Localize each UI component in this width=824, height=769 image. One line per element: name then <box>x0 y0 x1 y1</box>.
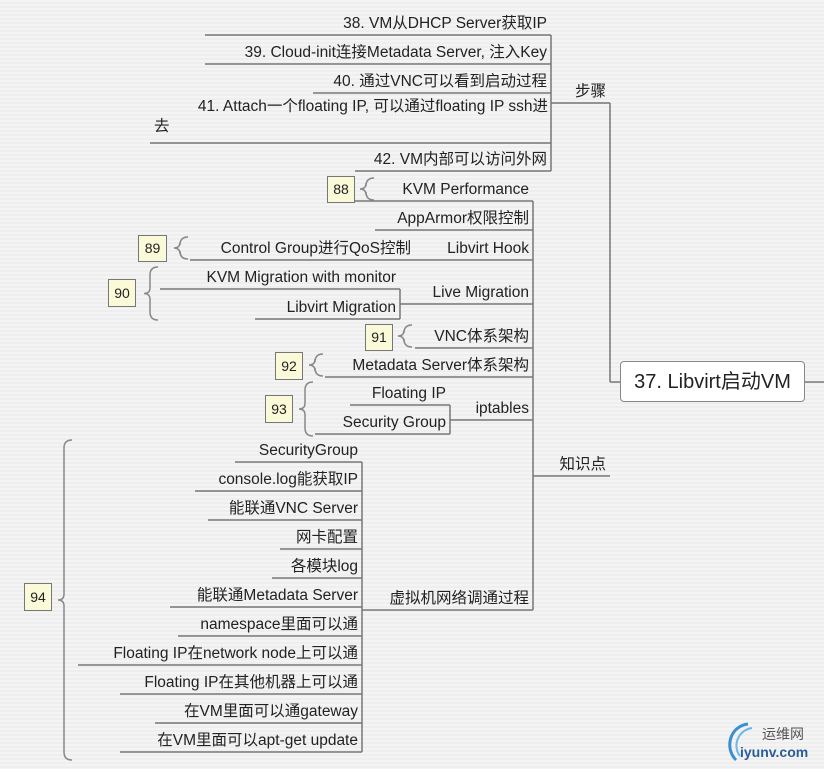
steps-branch[interactable]: 步骤 <box>574 83 606 100</box>
vm-network-item[interactable]: 能联通VNC Server <box>228 500 358 517</box>
vm-network-item[interactable]: 在VM里面可以通gateway <box>184 703 358 720</box>
note-89[interactable]: 89 <box>138 235 167 262</box>
vm-network-item[interactable]: Floating IP在network node上可以通 <box>113 645 358 662</box>
vm-network-item[interactable]: console.log能获取IP <box>218 471 358 488</box>
brace <box>359 177 375 201</box>
brace <box>308 353 324 377</box>
brace <box>173 236 189 260</box>
note-93[interactable]: 93 <box>265 395 293 423</box>
security-group[interactable]: Security Group <box>342 414 446 431</box>
step-40[interactable]: 40. 通过VNC可以看到启动过程 <box>333 73 547 90</box>
floating-ip[interactable]: Floating IP <box>371 385 446 402</box>
vm-network-item[interactable]: namespace里面可以通 <box>200 616 358 633</box>
note-88[interactable]: 88 <box>327 176 355 203</box>
knowledge-branch[interactable]: 知识点 <box>559 456 606 473</box>
watermark-en: iyunv.com <box>740 744 809 760</box>
apparmor[interactable]: AppArmor权限控制 <box>397 210 529 227</box>
libvirt-hook[interactable]: Libvirt Hook <box>447 240 529 257</box>
vm-network-item[interactable]: 网卡配置 <box>295 529 358 546</box>
watermark-logo <box>718 718 824 764</box>
vm-network-item[interactable]: SecurityGroup <box>258 442 358 459</box>
live-migration[interactable]: Live Migration <box>432 284 530 301</box>
vm-network-item[interactable]: Floating IP在其他机器上可以通 <box>144 674 358 691</box>
libvirt-migration[interactable]: Libvirt Migration <box>286 299 396 316</box>
brace <box>298 381 314 437</box>
note-91[interactable]: 91 <box>365 324 393 351</box>
brace <box>57 439 73 761</box>
control-group[interactable]: Control Group进行QoS控制 <box>220 240 411 257</box>
metadata-architecture[interactable]: Metadata Server体系架构 <box>352 357 529 374</box>
step-38[interactable]: 38. VM从DHCP Server获取IP <box>343 15 547 32</box>
kvm-migration[interactable]: KVM Migration with monitor <box>206 269 396 286</box>
note-90[interactable]: 90 <box>108 279 136 307</box>
brace <box>397 324 413 348</box>
vm-network-item[interactable]: 能联通Metadata Server <box>196 587 358 604</box>
watermark-cn: 运维网 <box>762 726 804 742</box>
vnc-architecture[interactable]: VNC体系架构 <box>434 328 529 345</box>
step-42[interactable]: 42. VM内部可以访问外网 <box>373 151 547 168</box>
vm-network[interactable]: 虚拟机网络调通过程 <box>389 590 529 607</box>
note-94[interactable]: 94 <box>24 583 52 611</box>
step-39[interactable]: 39. Cloud-init连接Metadata Server, 注入Key <box>244 44 547 61</box>
kvm-performance[interactable]: KVM Performance <box>402 181 529 198</box>
step-41[interactable]: 41. Attach一个floating IP, 可以通过floating IP… <box>197 98 548 115</box>
vm-network-item[interactable]: 各模块log <box>290 558 358 575</box>
vm-network-item[interactable]: 在VM里面可以apt-get update <box>157 732 358 749</box>
brace <box>143 266 159 321</box>
root-node[interactable]: 37. Libvirt启动VM <box>620 361 805 402</box>
iptables[interactable]: iptables <box>475 400 529 417</box>
note-92[interactable]: 92 <box>275 352 303 380</box>
step-41-cont[interactable]: 去 <box>154 118 170 135</box>
